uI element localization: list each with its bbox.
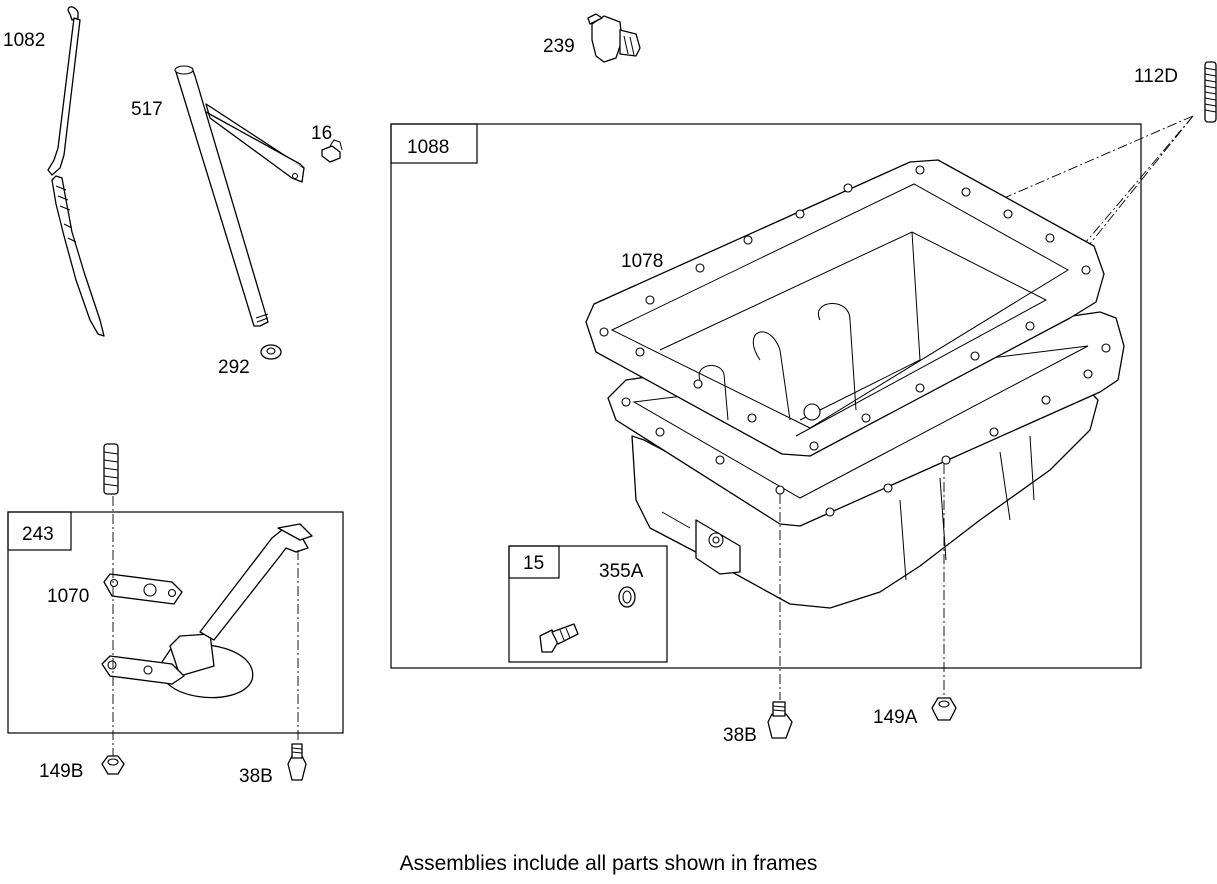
label-1082: 1082 (3, 30, 45, 51)
pickup-nut-part (101, 755, 125, 775)
gasket-holes (599, 165, 1091, 451)
dipstick-tube-part (174, 65, 305, 327)
label-149b: 149B (39, 761, 83, 782)
sump-gasket-part (585, 159, 1105, 457)
tube-nut-part (260, 344, 282, 360)
label-15: 15 (523, 553, 544, 574)
oil-pickup-part (101, 523, 313, 699)
sump-nut-part (931, 697, 957, 721)
label-1088: 1088 (407, 137, 449, 158)
drain-washer-part (618, 586, 636, 608)
drain-plug-frame (508, 545, 668, 663)
label-243: 243 (22, 524, 54, 545)
label-16: 16 (311, 123, 332, 144)
sump-assembly-frame (390, 123, 1142, 669)
label-112d: 112D (1134, 66, 1178, 87)
dipstick-part (47, 6, 105, 337)
label-38b-pickup: 38B (239, 766, 273, 787)
pickup-stud-part (103, 443, 119, 495)
label-149a: 149A (873, 707, 918, 728)
label-1078: 1078 (621, 251, 663, 272)
label-1070: 1070 (47, 586, 89, 607)
label-517: 517 (131, 99, 163, 120)
oil-sensor-part (587, 13, 641, 63)
leader-lines (112, 464, 945, 756)
label-292: 292 (218, 357, 250, 378)
pickup-gasket-part (103, 573, 183, 605)
sump-bolt-part (767, 701, 793, 739)
label-239: 239 (543, 36, 575, 57)
oil-pickup-frame (7, 511, 344, 734)
diagram-caption: Assemblies include all parts shown in fr… (399, 852, 818, 875)
pickup-bolt-part (287, 743, 307, 781)
tube-screw-part (321, 139, 343, 163)
drain-plug-part (539, 623, 579, 653)
label-355a: 355A (599, 561, 644, 582)
stud-part (1204, 61, 1217, 123)
label-38b-sump: 38B (723, 725, 757, 746)
